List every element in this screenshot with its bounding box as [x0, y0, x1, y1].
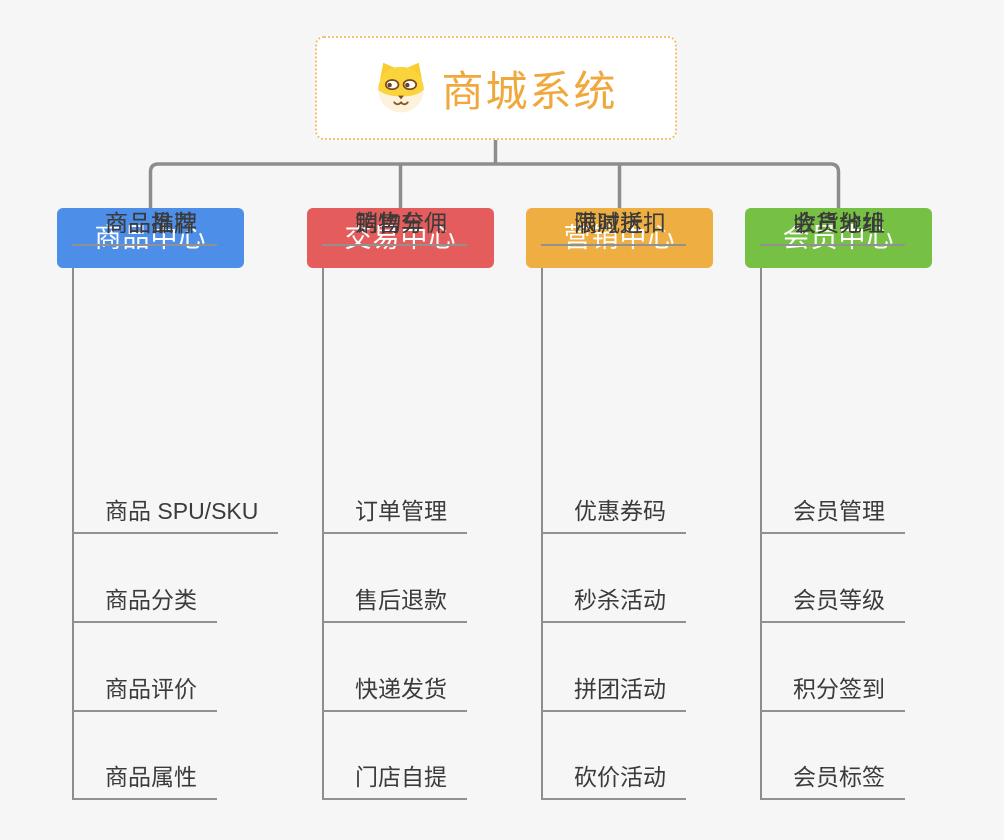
branch-trunk-line — [760, 268, 762, 800]
bus-line — [148, 162, 841, 209]
child-node[interactable]: 拼团活动 — [541, 674, 686, 712]
child-node[interactable]: 售后退款 — [322, 585, 467, 623]
branch-trunk-line — [72, 268, 74, 800]
child-node[interactable]: 收货地址 — [760, 208, 905, 246]
branch-trade-center: 交易中心 订单管理 售后退款 快递发货 门店自提 购物车 销售分佣 — [307, 208, 494, 808]
child-node[interactable]: 优惠券码 — [541, 496, 686, 534]
child-node[interactable]: 订单管理 — [322, 496, 467, 534]
branch-trunk-line — [322, 268, 324, 800]
root-node-title: 商城系统 — [441, 67, 618, 115]
child-node[interactable]: 商品评价 — [72, 674, 217, 712]
branch-marketing-center: 营销中心 优惠券码 秒杀活动 拼团活动 砍价活动 限时折扣 满减送 — [526, 208, 713, 808]
dog-icon — [378, 62, 425, 113]
branch-member-center: 会员中心 会员管理 会员等级 积分签到 会员标签 会员分组 收货地址 — [745, 208, 932, 808]
child-node[interactable]: 商品 SPU/SKU — [72, 496, 279, 534]
branch-trunk-line — [541, 268, 543, 800]
child-node[interactable]: 销售分佣 — [322, 208, 467, 246]
child-node[interactable]: 满减送 — [541, 208, 663, 246]
branch-header-marketing-center[interactable]: 营销中心 — [526, 208, 713, 268]
child-node[interactable]: 会员等级 — [760, 585, 905, 623]
branch-header-member-center[interactable]: 会员中心 — [745, 208, 932, 268]
child-node[interactable]: 门店自提 — [322, 762, 467, 800]
child-node[interactable]: 商品属性 — [72, 762, 217, 800]
child-node[interactable]: 秒杀活动 — [541, 585, 686, 623]
child-node[interactable]: 会员管理 — [760, 496, 905, 534]
child-node[interactable]: 快递发货 — [322, 674, 467, 712]
branch-product-center: 商品中心 商品 SPU/SKU 商品分类 商品评价 商品属性 商品推荐 商品品牌 — [57, 208, 279, 808]
child-node[interactable]: 砍价活动 — [541, 762, 686, 800]
child-node[interactable]: 商品分类 — [72, 585, 217, 623]
branch-header-trade-center[interactable]: 交易中心 — [307, 208, 494, 268]
child-node[interactable]: 会员标签 — [760, 762, 905, 800]
child-node[interactable]: 商品品牌 — [72, 208, 217, 246]
child-node[interactable]: 积分签到 — [760, 674, 905, 712]
root-node[interactable]: 商城系统 — [315, 36, 677, 140]
branch-header-product-center[interactable]: 商品中心 — [57, 208, 244, 268]
